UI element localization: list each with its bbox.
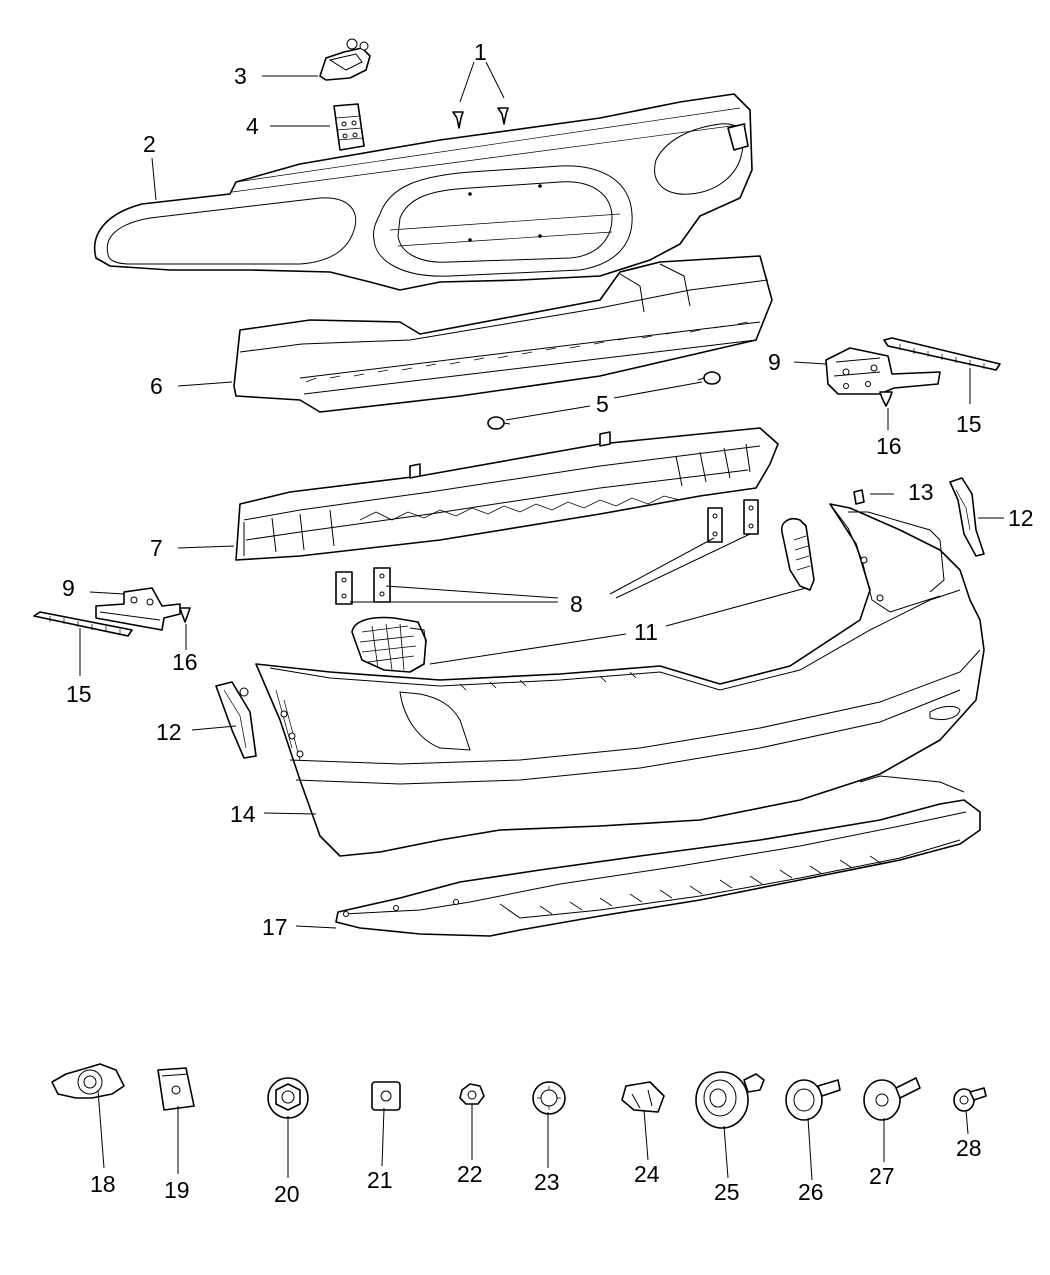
callout-8: 8 bbox=[570, 591, 583, 617]
part-17-lower-valance bbox=[335, 775, 981, 937]
part-15-strip-right bbox=[883, 337, 1001, 371]
callout-23: 23 bbox=[534, 1169, 560, 1195]
callout-26: 26 bbox=[798, 1179, 824, 1205]
leader-lines bbox=[79, 61, 1004, 1181]
part-11-grille-left bbox=[351, 616, 427, 673]
callout-7: 7 bbox=[150, 535, 163, 561]
part-14-rear-fascia bbox=[255, 503, 985, 857]
callout-5: 5 bbox=[596, 391, 609, 417]
part-27-bolt bbox=[863, 1077, 921, 1121]
callout-20: 20 bbox=[274, 1181, 300, 1207]
part-11-grille-right bbox=[780, 517, 815, 591]
callout-25: 25 bbox=[714, 1179, 740, 1205]
part-5-rivets bbox=[487, 371, 721, 430]
callout-9a: 9 bbox=[768, 349, 781, 375]
part-16-clip-right bbox=[879, 391, 893, 407]
part-25-grommet bbox=[695, 1071, 765, 1129]
callout-2: 2 bbox=[143, 131, 156, 157]
callout-12b: 12 bbox=[156, 719, 182, 745]
part-3-bracket bbox=[319, 38, 371, 81]
callout-16a: 16 bbox=[876, 433, 902, 459]
callout-18: 18 bbox=[90, 1171, 116, 1197]
callout-12a: 12 bbox=[1008, 505, 1034, 531]
part-22-hex-nut bbox=[459, 1083, 485, 1105]
part-18-nut-clip bbox=[51, 1063, 125, 1099]
callout-3: 3 bbox=[234, 63, 247, 89]
part-1-push-pins bbox=[452, 107, 509, 129]
part-26-screw bbox=[785, 1079, 841, 1121]
part-9-bracket-right bbox=[825, 347, 941, 395]
part-15-strip-left bbox=[33, 611, 133, 637]
callout-4: 4 bbox=[246, 113, 259, 139]
part-4-plate bbox=[333, 103, 365, 151]
part-7-reinforcement-beam bbox=[235, 427, 779, 561]
callout-28: 28 bbox=[956, 1135, 982, 1161]
callout-24: 24 bbox=[634, 1161, 660, 1187]
callout-1: 1 bbox=[474, 39, 487, 65]
callout-11: 11 bbox=[634, 619, 658, 645]
callout-15a: 15 bbox=[956, 411, 982, 437]
part-23-push-nut bbox=[532, 1081, 566, 1115]
part-12-bracket-right bbox=[949, 477, 985, 557]
part-19-j-nut bbox=[157, 1067, 195, 1111]
callout-27: 27 bbox=[869, 1163, 895, 1189]
callout-9b: 9 bbox=[62, 575, 75, 601]
callout-21: 21 bbox=[367, 1167, 393, 1193]
callout-15b: 15 bbox=[66, 681, 92, 707]
callout-numbers: 1 2 3 4 5 6 7 8 9 9 11 12 12 13 14 15 15… bbox=[62, 39, 1034, 1207]
part-24-clip bbox=[621, 1081, 665, 1113]
callout-19: 19 bbox=[164, 1177, 190, 1203]
part-2-upper-fascia bbox=[94, 93, 753, 291]
part-6-energy-absorber bbox=[233, 255, 773, 413]
part-12-bracket-left bbox=[215, 681, 257, 759]
callout-17: 17 bbox=[262, 914, 288, 940]
part-16-clip-left bbox=[179, 607, 191, 623]
part-13-clip-nut bbox=[853, 489, 865, 505]
callout-16b: 16 bbox=[172, 649, 198, 675]
part-8-plates bbox=[335, 499, 759, 605]
part-20-flange-nut bbox=[267, 1077, 309, 1119]
part-9-bracket-left bbox=[95, 587, 181, 631]
callout-6: 6 bbox=[150, 373, 163, 399]
callout-13: 13 bbox=[908, 479, 934, 505]
callout-22: 22 bbox=[457, 1161, 483, 1187]
callout-14: 14 bbox=[230, 801, 256, 827]
part-21-square-nut bbox=[371, 1081, 401, 1111]
part-28-screw-small bbox=[953, 1087, 987, 1112]
